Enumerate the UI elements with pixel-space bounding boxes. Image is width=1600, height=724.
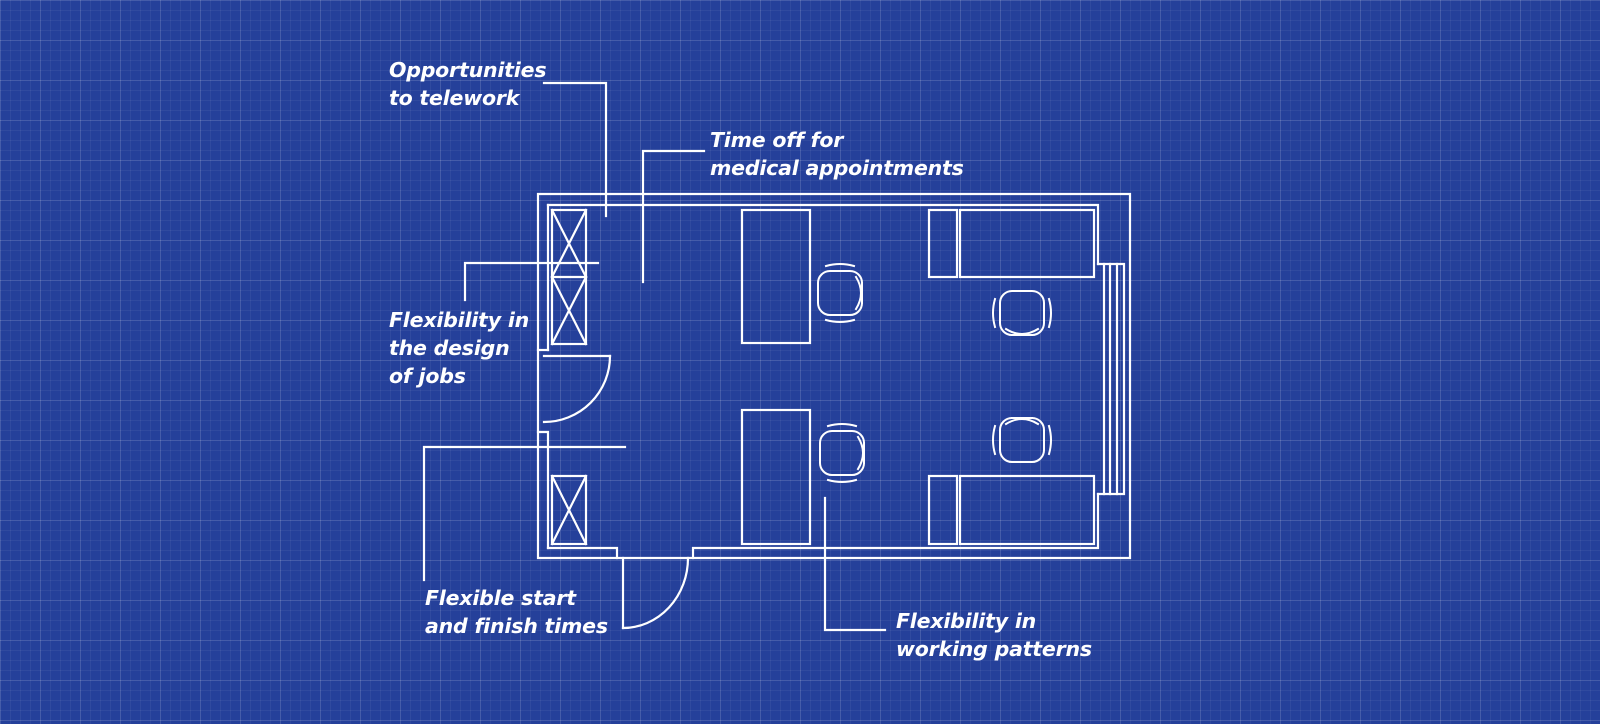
job-design-label-line-1: Flexibility in: [389, 308, 530, 332]
leader-medical: [641, 149, 706, 284]
desks: [740, 208, 1096, 546]
chair-1: [817, 263, 863, 323]
start-finish-label-line-2: and finish times: [425, 614, 608, 638]
start-finish-times-label: Flexible start and finish times: [425, 584, 608, 640]
window: [1096, 262, 1126, 496]
office-chairs: [817, 263, 1052, 483]
leader-lines: [422, 81, 887, 632]
chair-2: [819, 423, 865, 483]
leader-start-finish: [422, 445, 627, 582]
start-finish-label-line-1: Flexible start: [425, 586, 576, 610]
medical-appointments-label: Time off for medical appointments: [710, 126, 964, 182]
job-design-label-line-3: of jobs: [389, 364, 466, 388]
chair-4: [992, 417, 1052, 463]
leader-working-patterns: [823, 496, 887, 632]
working-patterns-label-line-2: working patterns: [896, 637, 1092, 661]
leader-job-design: [463, 261, 600, 302]
chair-3: [992, 290, 1052, 336]
job-design-label-line-2: the design: [389, 336, 510, 360]
doors: [542, 354, 690, 630]
leader-telework: [542, 81, 608, 218]
room-walls: [536, 192, 1132, 560]
medical-label-line-1: Time off for: [710, 128, 844, 152]
telework-label-line-2: to telework: [389, 86, 520, 110]
working-patterns-label: Flexibility in working patterns: [896, 607, 1092, 663]
working-patterns-label-line-1: Flexibility in: [896, 609, 1037, 633]
storage-cabinets: [550, 208, 588, 546]
job-design-label: Flexibility in the design of jobs: [389, 306, 529, 390]
telework-label: Opportunities to telework: [389, 56, 547, 112]
telework-label-line-1: Opportunities: [389, 58, 547, 82]
medical-label-line-2: medical appointments: [710, 156, 964, 180]
